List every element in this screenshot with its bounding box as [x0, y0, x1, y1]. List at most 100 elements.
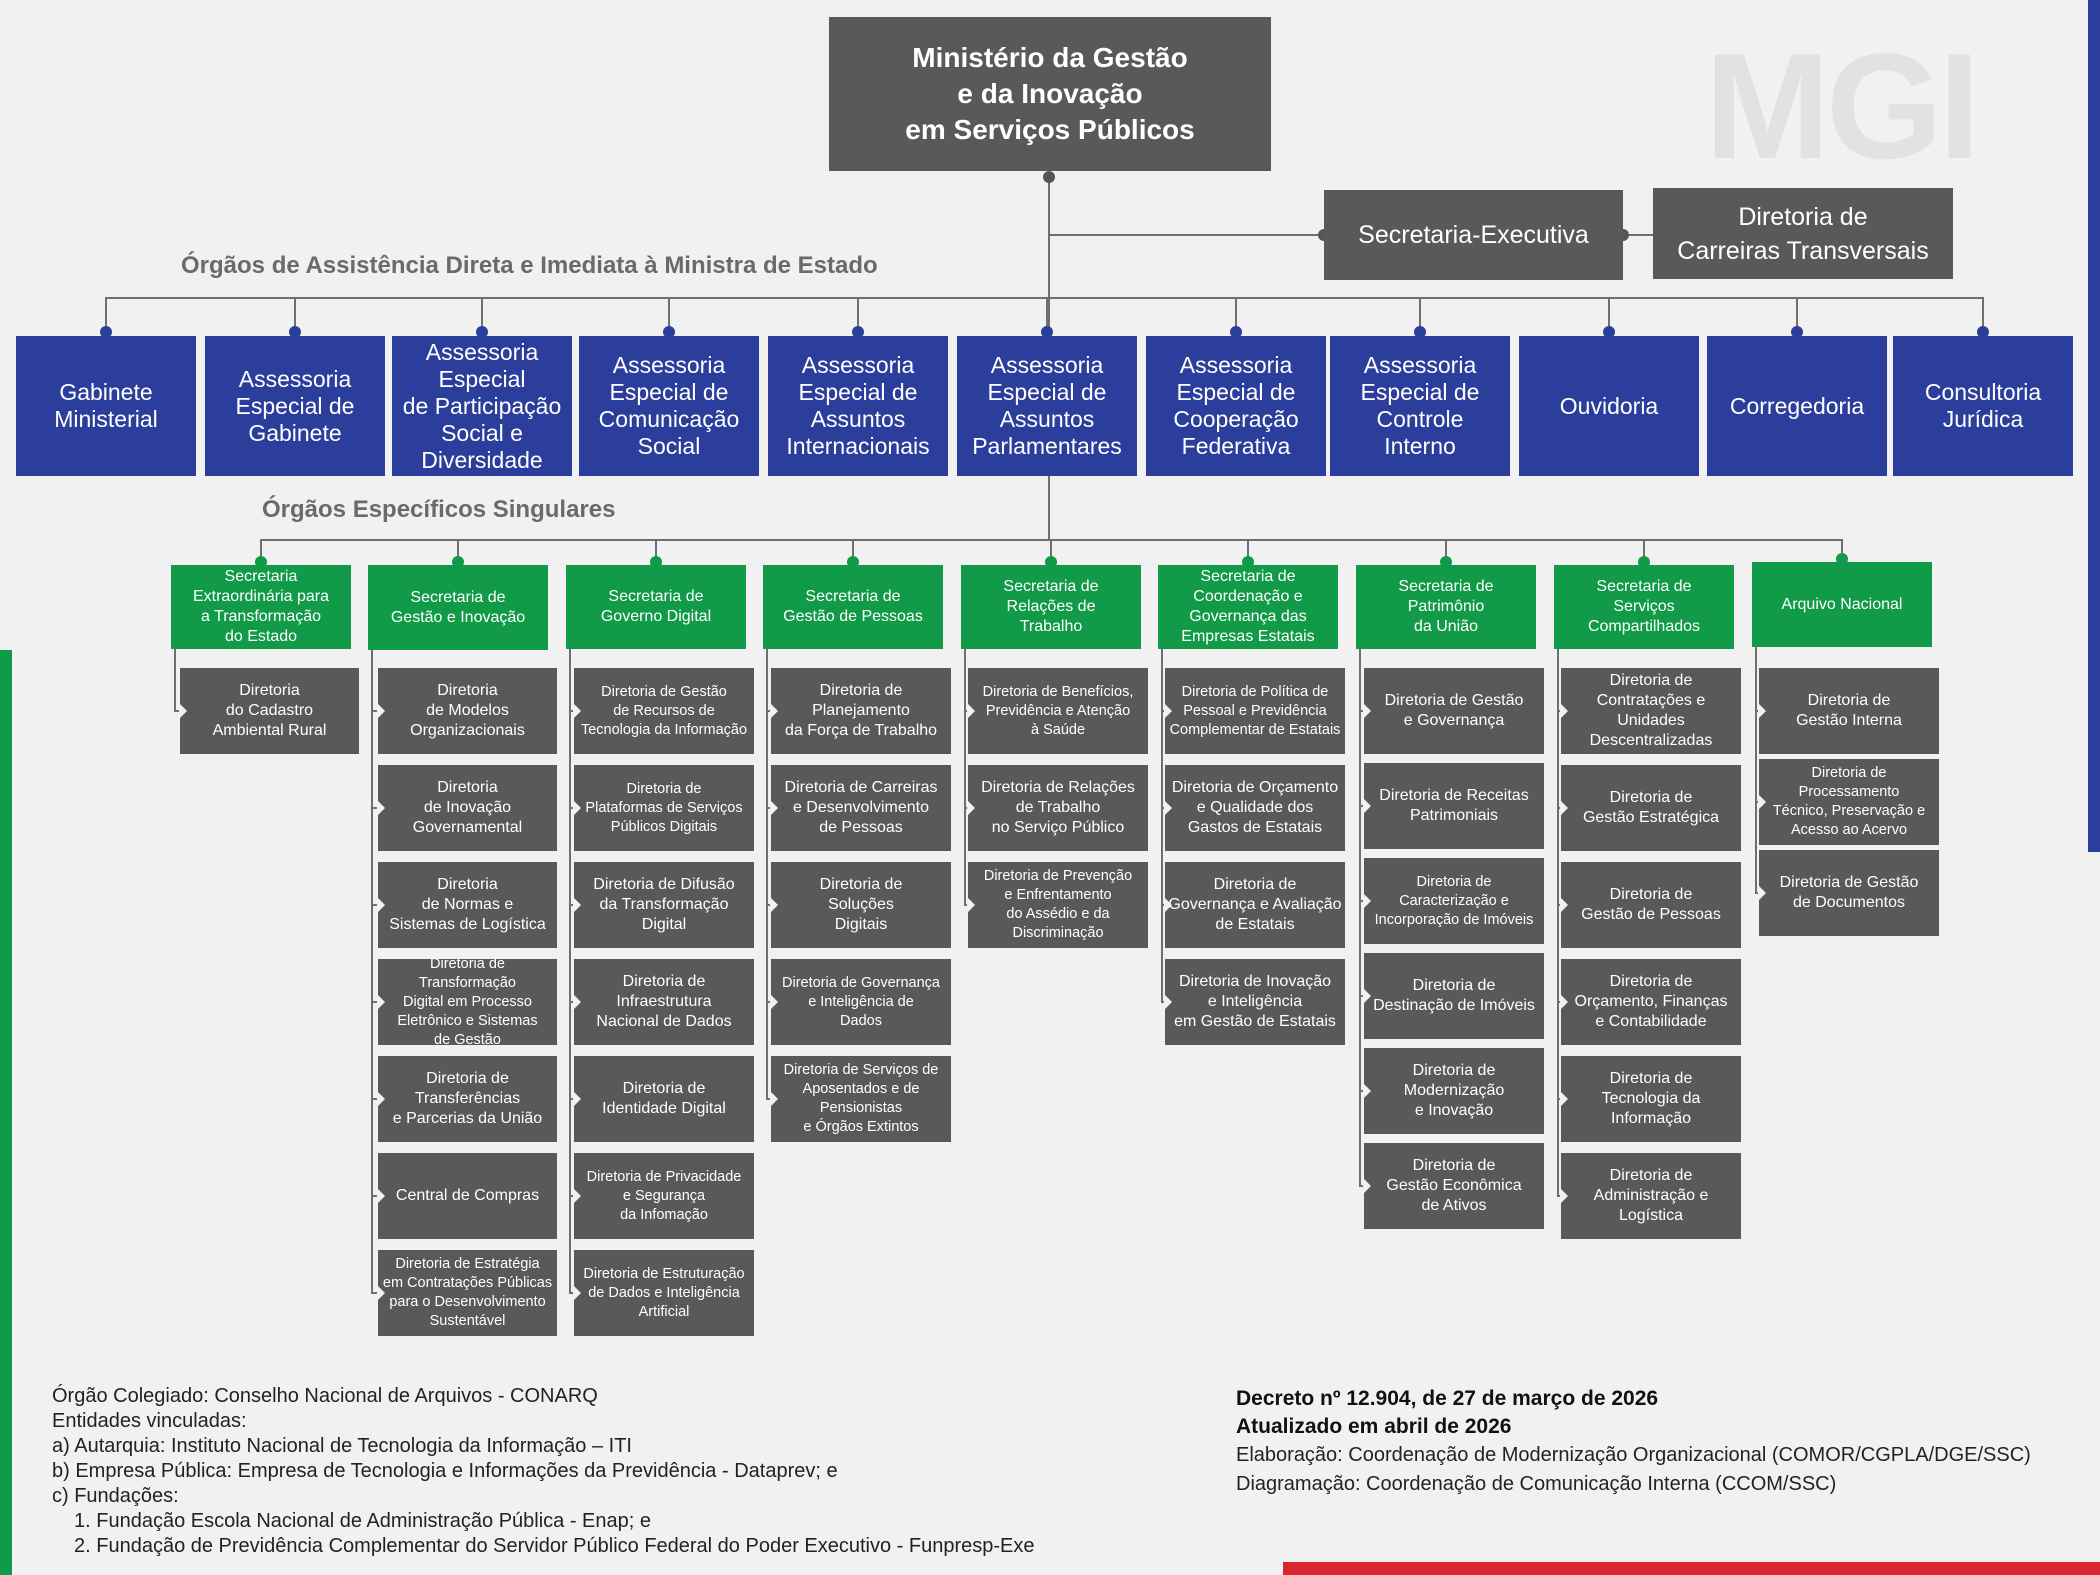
- directorate-connector: [1161, 904, 1165, 906]
- secretariat-box: Arquivo Nacional: [1752, 562, 1932, 647]
- directorate-box: Diretoria de Governança e Inteligência d…: [770, 959, 951, 1045]
- secretariat-box: Secretaria de Gestão de Pessoas: [763, 565, 943, 649]
- directorate-spine: [1161, 649, 1163, 1002]
- assistance-drop-line: [1419, 297, 1421, 336]
- directorate-box: Diretoria de Carreiras e Desenvolvimento…: [770, 765, 951, 851]
- directorate-connector: [1557, 904, 1561, 906]
- directorate-connector: [371, 1098, 378, 1100]
- directorate-box: Diretoria de Governança e Avaliação de E…: [1164, 862, 1345, 948]
- directorate-box: Diretoria de Tecnologia da Informação: [1560, 1056, 1741, 1142]
- assistance-drop-line: [1046, 297, 1048, 336]
- directorate-connector: [964, 904, 968, 906]
- directorate-box: Diretoria de Receitas Patrimoniais: [1363, 763, 1544, 849]
- footer-line: b) Empresa Pública: Empresa de Tecnologi…: [52, 1460, 838, 1482]
- assistance-unit-box: Assessoria Especial de Assuntos Internac…: [768, 336, 948, 476]
- assistance-drop-line: [294, 297, 296, 336]
- assistance-drop-line: [1235, 297, 1237, 336]
- assistance-dot: [476, 326, 488, 338]
- directorate-box: Diretoria de Administração e Logística: [1560, 1153, 1741, 1239]
- transversal-careers-box: Diretoria de Carreiras Transversais: [1653, 188, 1953, 279]
- directorate-box: Diretoria de Gestão de Recursos de Tecno…: [573, 668, 754, 754]
- assistance-dot: [1977, 326, 1989, 338]
- directorate-connector: [1359, 1090, 1364, 1092]
- directorate-box: Diretoria de Transformação Digital em Pr…: [377, 956, 557, 1048]
- directorate-connector: [1359, 900, 1364, 902]
- assistance-dot: [1230, 326, 1242, 338]
- assistance-unit-box: Assessoria Especial de Participação Soci…: [392, 336, 572, 476]
- directorate-box: Diretoria de Identidade Digital: [573, 1056, 754, 1142]
- bottom-red-bar: [1283, 1562, 2100, 1575]
- secretariat-box: Secretaria de Patrimônio da União: [1356, 565, 1536, 649]
- directorate-connector: [766, 1098, 771, 1100]
- directorate-connector: [569, 1195, 574, 1197]
- executive-secretariat-box: Secretaria-Executiva: [1324, 190, 1623, 280]
- directorate-spine: [1557, 649, 1559, 1196]
- secretariat-drop-line: [457, 539, 459, 565]
- directorate-box: Diretoria de Benefícios, Previdência e A…: [967, 668, 1148, 754]
- assistance-drop-line: [857, 297, 859, 336]
- directorate-box: Diretoria de Planejamento da Força de Tr…: [770, 668, 951, 754]
- directorate-box: Diretoria de Gestão de Pessoas: [1560, 862, 1741, 948]
- directorate-box: Diretoria de Orçamento, Finanças e Conta…: [1560, 959, 1741, 1045]
- directorate-connector: [766, 807, 771, 809]
- directorate-box: Diretoria de Inovação e Inteligência em …: [1164, 959, 1345, 1045]
- footer-line: c) Fundações:: [52, 1485, 179, 1507]
- assistance-bus: [105, 297, 1984, 299]
- prepared-text: Elaboração: Coordenação de Modernização …: [1236, 1444, 2031, 1466]
- footer-line: Entidades vinculadas:: [52, 1410, 247, 1432]
- directorate-spine: [174, 649, 176, 711]
- assistance-dot: [852, 326, 864, 338]
- assistance-unit-box: Assessoria Especial de Gabinete: [205, 336, 385, 476]
- directorate-connector: [964, 807, 968, 809]
- assistance-unit-box: Assessoria Especial de Comunicação Socia…: [579, 336, 759, 476]
- directorate-connector: [569, 807, 574, 809]
- directorate-box: Diretoria de Contratações e Unidades Des…: [1560, 668, 1741, 754]
- directorate-box: Diretoria de Modernização e Inovação: [1363, 1048, 1544, 1134]
- directorate-connector: [1755, 892, 1759, 894]
- secretariat-box: Secretaria de Coordenação e Governança d…: [1158, 565, 1338, 649]
- footer-line: Órgão Colegiado: Conselho Nacional de Ar…: [52, 1385, 598, 1407]
- secretariat-drop-line: [655, 539, 657, 565]
- directorate-connector: [569, 1292, 574, 1294]
- directorate-connector: [1359, 995, 1364, 997]
- directorate-spine: [1755, 647, 1757, 893]
- directorate-connector: [1557, 1098, 1561, 1100]
- directorate-box: Diretoria de Relações de Trabalho no Ser…: [967, 765, 1148, 851]
- footer-line: 2. Fundação de Previdência Complementar …: [74, 1535, 1035, 1557]
- directorate-connector: [174, 710, 180, 712]
- secretariat-drop-line: [1050, 539, 1052, 565]
- directorate-box: Diretoria de Normas e Sistemas de Logíst…: [377, 862, 557, 948]
- assistance-drop-line: [481, 297, 483, 336]
- directorate-connector: [766, 904, 771, 906]
- updated-text: Atualizado em abril de 2026: [1236, 1415, 1512, 1438]
- secretariat-drop-line: [852, 539, 854, 565]
- secretariat-box: Secretaria de Gestão e Inovação: [368, 565, 548, 650]
- directorate-connector: [1557, 710, 1561, 712]
- assistance-unit-box: Consultoria Jurídica: [1893, 336, 2073, 476]
- directorate-connector: [371, 904, 378, 906]
- assistance-unit-box: Ouvidoria: [1519, 336, 1699, 476]
- directorate-connector: [371, 710, 378, 712]
- directorate-connector: [766, 1001, 771, 1003]
- specific-singular-label: Órgãos Específicos Singulares: [262, 496, 616, 523]
- directorate-connector: [569, 1001, 574, 1003]
- assistance-unit-box: Assessoria Especial de Cooperação Federa…: [1146, 336, 1326, 476]
- assistance-drop-line: [668, 297, 670, 336]
- directorate-connector: [1161, 710, 1165, 712]
- directorate-connector: [569, 1098, 574, 1100]
- assistance-dot: [663, 326, 675, 338]
- directorate-box: Diretoria de Prevenção e Enfrentamento d…: [967, 862, 1148, 948]
- directorate-box: Diretoria de Gestão Estratégica: [1560, 765, 1741, 851]
- assistance-dot: [1791, 326, 1803, 338]
- directorate-box: Diretoria de Orçamento e Qualidade dos G…: [1164, 765, 1345, 851]
- assistance-dot: [100, 326, 112, 338]
- directorate-connector: [569, 904, 574, 906]
- assistance-unit-box: Assessoria Especial de Controle Interno: [1330, 336, 1510, 476]
- directorate-connector: [569, 710, 574, 712]
- directorate-box: Diretoria de Gestão Econômica de Ativos: [1363, 1143, 1544, 1229]
- design-text: Diagramação: Coordenação de Comunicação …: [1236, 1473, 1837, 1495]
- right-blue-bar: [2088, 0, 2100, 852]
- directorate-spine: [1359, 649, 1361, 1186]
- secretariat-box: Secretaria Extraordinária para a Transfo…: [171, 565, 351, 649]
- directorate-connector: [371, 1195, 378, 1197]
